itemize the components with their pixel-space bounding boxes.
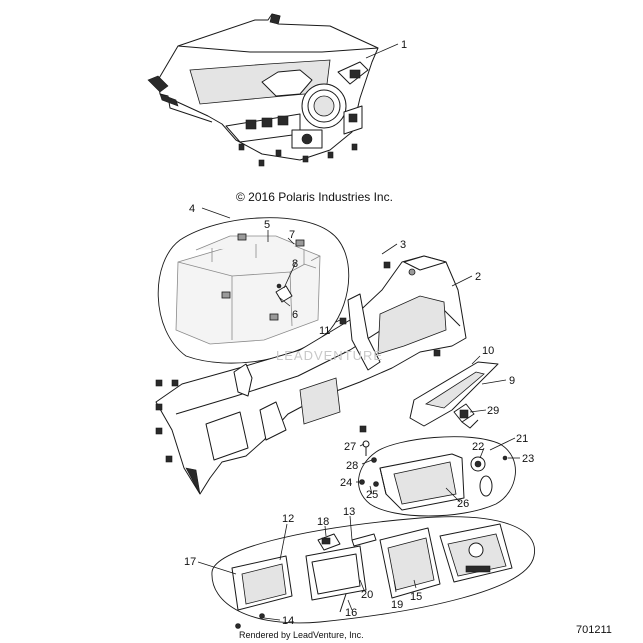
callout-7: 7 (289, 229, 295, 241)
glovebox-assembly (358, 436, 516, 517)
callout-18: 18 (317, 516, 329, 528)
callout-21: 21 (516, 433, 528, 445)
storage-box-assembly (157, 217, 350, 364)
callout-16: 16 (345, 607, 357, 619)
callout-8: 8 (292, 258, 298, 270)
callout-labels: 1 2 3 4 5 6 7 8 9 10 11 12 13 14 15 16 1… (184, 39, 534, 627)
callout-20: 20 (361, 589, 373, 601)
callout-6: 6 (292, 309, 298, 321)
callout-19: 19 (391, 599, 403, 611)
callout-12: 12 (282, 513, 294, 525)
display-assembly (211, 516, 536, 629)
callout-23: 23 (522, 453, 534, 465)
callout-1: 1 (401, 39, 407, 51)
callout-5: 5 (264, 219, 270, 231)
callout-27: 27 (344, 441, 356, 453)
rendered-by-text: Rendered by LeadVenture, Inc. (239, 630, 364, 640)
callout-25: 25 (366, 489, 378, 501)
callout-13: 13 (343, 506, 355, 518)
trim-bezel (409, 361, 499, 427)
callout-11: 11 (319, 325, 330, 337)
callout-9: 9 (509, 375, 515, 387)
diagram-number: 701211 (576, 624, 612, 636)
callout-28: 28 (346, 460, 358, 472)
callout-15: 15 (410, 591, 422, 603)
callout-29: 29 (487, 405, 499, 417)
dash-lower-assembly (155, 255, 467, 495)
callout-4: 4 (189, 203, 195, 215)
callout-17: 17 (184, 556, 196, 568)
dash-top-panel (147, 13, 379, 167)
callout-14: 14 (282, 615, 294, 627)
leader-lines (197, 43, 520, 621)
callout-10: 10 (482, 345, 494, 357)
callout-26: 26 (457, 498, 469, 510)
watermark-text: LEADVENTURE (276, 348, 383, 363)
callout-2: 2 (475, 271, 481, 283)
callout-22: 22 (472, 441, 484, 453)
usb-connector (453, 403, 479, 429)
copyright-text: © 2016 Polaris Industries Inc. (236, 190, 393, 204)
callout-3: 3 (400, 239, 406, 251)
small-fasteners (359, 440, 377, 485)
callout-24: 24 (340, 477, 352, 489)
